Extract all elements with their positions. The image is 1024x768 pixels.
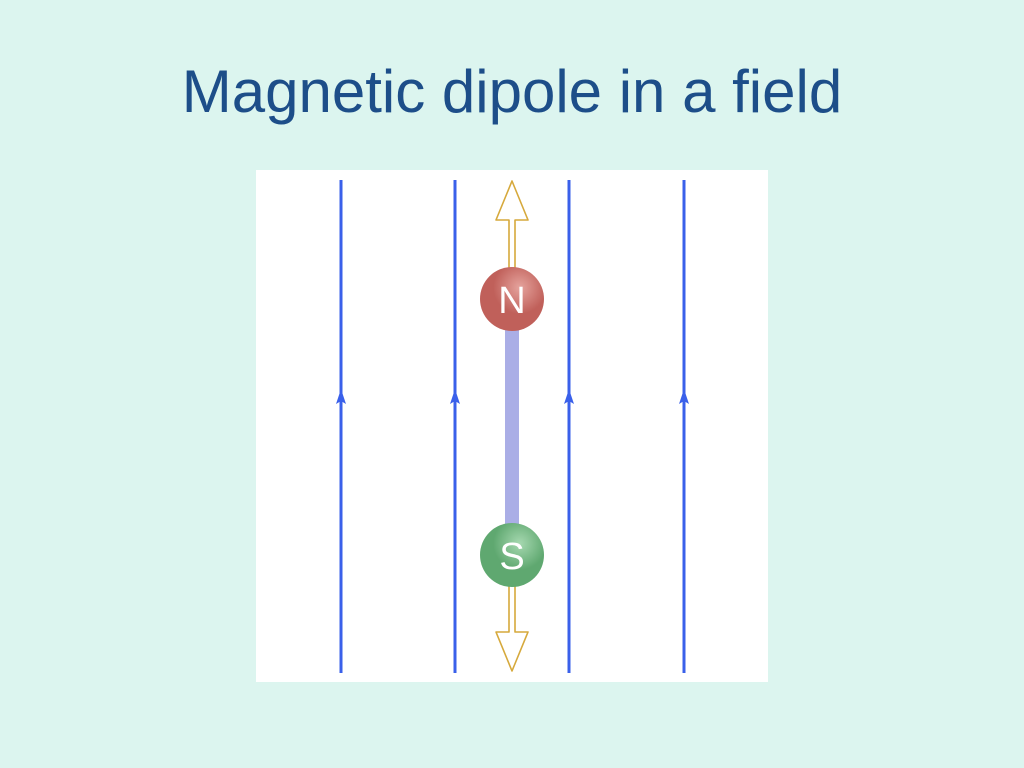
diagram-panel: N S <box>256 170 768 682</box>
field-line-2 <box>450 180 460 673</box>
field-line-3 <box>564 180 574 673</box>
north-pole: N <box>480 267 544 331</box>
field-line-1 <box>336 180 346 673</box>
dipole-diagram: N S <box>256 170 768 682</box>
south-pole-label: S <box>499 536 524 578</box>
slide-title: Magnetic dipole in a field <box>181 58 843 125</box>
field-arrow-up-icon <box>679 389 689 404</box>
field-line-4 <box>679 180 689 673</box>
north-pole-label: N <box>498 280 525 322</box>
field-arrow-up-icon <box>450 389 460 404</box>
dipole-rod <box>505 320 519 535</box>
field-arrow-up-icon <box>336 389 346 404</box>
south-pole: S <box>480 523 544 587</box>
field-arrow-up-icon <box>564 389 574 404</box>
